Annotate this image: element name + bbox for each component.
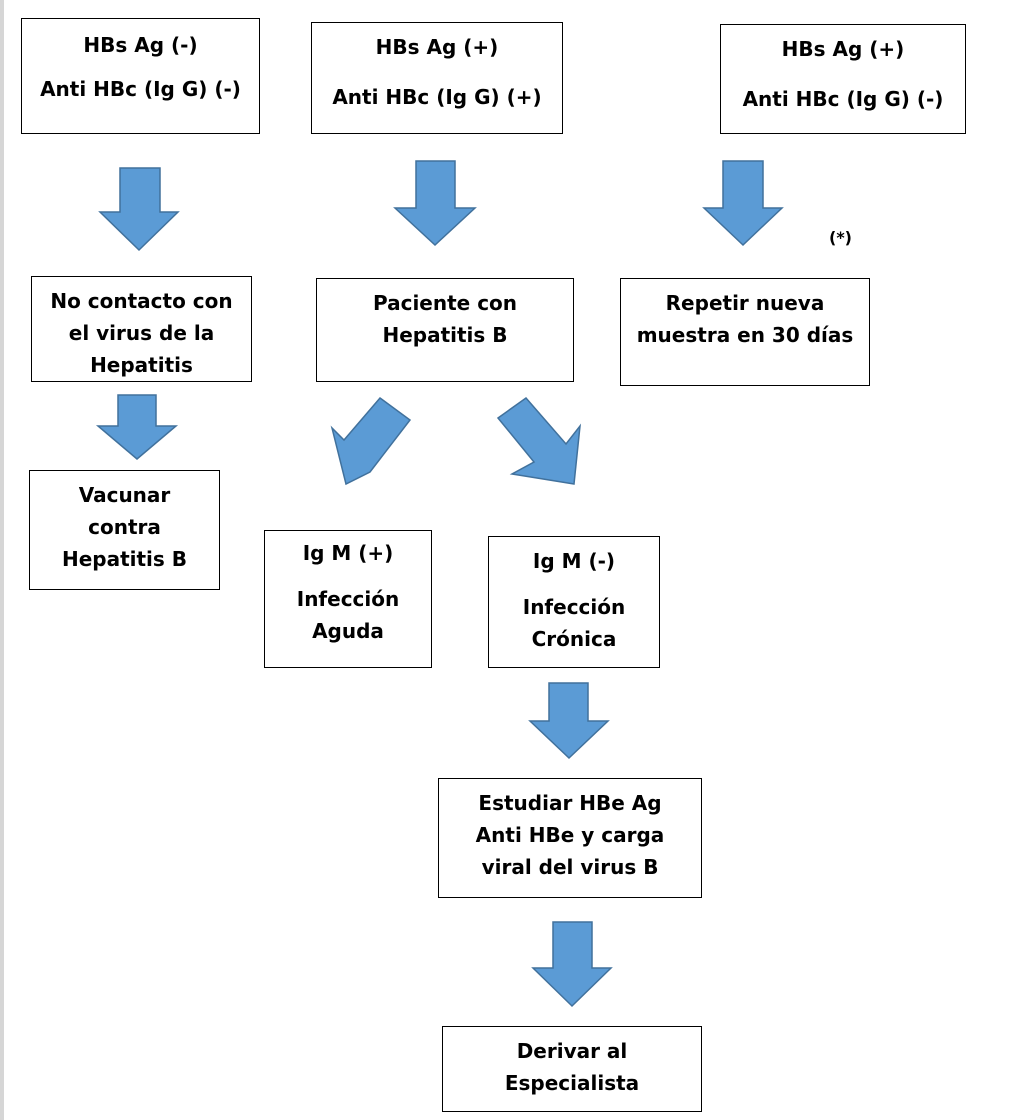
box-line: Infección bbox=[522, 595, 626, 619]
box-line: muestra en 30 días bbox=[636, 323, 854, 347]
box-line: viral del virus B bbox=[481, 855, 659, 879]
box-line: Ig M (-) bbox=[532, 549, 616, 573]
arrow-down-icon bbox=[702, 160, 784, 247]
box-no-contacto: No contacto con el virus de la Hepatitis bbox=[31, 276, 252, 382]
box-repetir-muestra: Repetir nueva muestra en 30 días bbox=[620, 278, 870, 386]
box-line: Hepatitis B bbox=[382, 323, 508, 347]
box-line: Vacunar bbox=[78, 483, 171, 507]
arrow-down-icon bbox=[98, 167, 180, 252]
box-line: Infección bbox=[296, 587, 400, 611]
box-line: Crónica bbox=[531, 627, 617, 651]
box-line: el virus de la bbox=[68, 321, 215, 345]
box-line: Derivar al bbox=[516, 1039, 628, 1063]
arrow-down-right-icon bbox=[496, 396, 582, 485]
box-line: Anti HBc (Ig G) (-) bbox=[742, 87, 944, 111]
arrow-down-icon bbox=[528, 682, 610, 760]
box-line: Anti HBe y carga bbox=[475, 823, 665, 847]
box-hbsag-positive-antihbc-negative: HBs Ag (+) Anti HBc (Ig G) (-) bbox=[720, 24, 966, 134]
note-asterisk: (*) bbox=[829, 228, 852, 247]
box-line: HBs Ag (+) bbox=[375, 35, 499, 59]
box-line: HBs Ag (+) bbox=[781, 37, 905, 61]
box-igm-negative: Ig M (-) Infección Crónica bbox=[488, 536, 660, 668]
box-hbsag-positive-antihbc-positive: HBs Ag (+) Anti HBc (Ig G) (+) bbox=[311, 22, 563, 134]
box-line: HBs Ag (-) bbox=[83, 33, 198, 57]
box-igm-positive: Ig M (+) Infección Aguda bbox=[264, 530, 432, 668]
box-vacunar: Vacunar contra Hepatitis B bbox=[29, 470, 220, 590]
box-line: Repetir nueva bbox=[665, 291, 825, 315]
arrow-down-icon bbox=[95, 394, 179, 460]
box-line: Ig M (+) bbox=[302, 541, 394, 565]
arrow-down-icon bbox=[531, 921, 613, 1008]
box-line: Especialista bbox=[504, 1071, 640, 1095]
box-line: No contacto con bbox=[50, 289, 233, 313]
box-hbsag-negative: HBs Ag (-) Anti HBc (Ig G) (-) bbox=[21, 18, 260, 134]
box-line: Estudiar HBe Ag bbox=[478, 791, 662, 815]
box-line: Anti HBc (Ig G) (-) bbox=[40, 77, 241, 101]
box-line: contra bbox=[88, 515, 161, 539]
page-left-border bbox=[0, 0, 4, 1120]
box-line: Anti HBc (Ig G) (+) bbox=[332, 85, 542, 109]
box-line: Hepatitis B bbox=[61, 547, 188, 571]
box-line: Aguda bbox=[312, 619, 384, 643]
arrow-down-left-icon bbox=[330, 396, 412, 486]
box-line: Hepatitis bbox=[90, 353, 193, 377]
box-estudiar-hbe: Estudiar HBe Ag Anti HBe y carga viral d… bbox=[438, 778, 702, 898]
box-line: Paciente con bbox=[372, 291, 518, 315]
box-derivar-especialista: Derivar al Especialista bbox=[442, 1026, 702, 1112]
box-paciente-hepatitis-b: Paciente con Hepatitis B bbox=[316, 278, 574, 382]
arrow-down-icon bbox=[393, 160, 477, 247]
